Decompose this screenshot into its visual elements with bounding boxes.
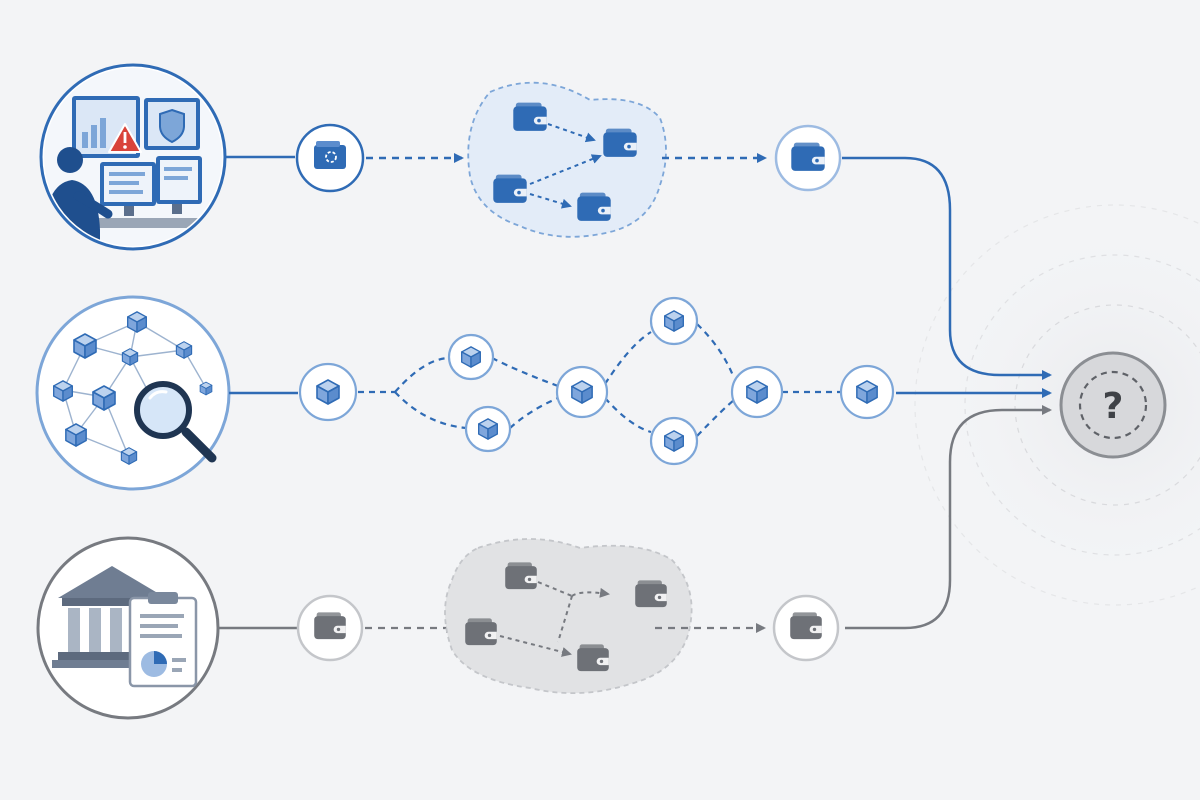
wallet-icon <box>635 580 667 608</box>
wallet-cluster-bottom <box>444 538 693 695</box>
blockchain-paths <box>358 323 840 437</box>
block-icon <box>121 348 139 366</box>
wallet-node-start <box>296 594 364 662</box>
flow-middle <box>35 295 1052 491</box>
warning-icon <box>108 123 142 153</box>
wallet-icon <box>790 612 822 640</box>
question-mark-icon: ? <box>1103 386 1124 427</box>
wallet-icon <box>314 141 346 169</box>
block-icon <box>461 346 481 368</box>
bank-icon <box>52 566 172 668</box>
wallet-icon <box>577 192 611 221</box>
block-icon <box>65 423 87 447</box>
route-to-destination <box>845 405 1052 630</box>
block-icon <box>120 447 138 465</box>
block-icon <box>316 379 340 405</box>
pie-chart-icon <box>141 651 186 677</box>
wallet-icon <box>465 618 497 646</box>
wallet-icon <box>603 128 637 157</box>
block-icon <box>571 380 593 404</box>
block-node <box>555 365 609 419</box>
block-icon <box>53 380 73 402</box>
wallet-icon <box>493 174 527 203</box>
block-icon <box>175 341 193 359</box>
block-node <box>649 416 699 466</box>
wallet-node-end <box>772 594 840 662</box>
block-node <box>730 365 784 419</box>
block-icon <box>664 310 684 332</box>
wallet-node-start <box>295 123 365 193</box>
source-security-analyst <box>39 63 227 251</box>
flow-top <box>39 63 1052 380</box>
wallet-node-end <box>774 124 842 192</box>
wallet-cluster-top <box>467 81 667 238</box>
unknown-destination: ? <box>1059 351 1167 459</box>
route-to-destination <box>842 156 1052 380</box>
block-icon <box>127 311 147 333</box>
block-icon <box>73 333 97 359</box>
flow-bottom <box>36 405 1052 720</box>
block-icon <box>664 430 684 452</box>
block-node <box>649 296 699 346</box>
block-icon <box>856 380 878 404</box>
source-blockchain-network <box>35 295 231 491</box>
shield-icon <box>159 108 185 144</box>
wallet-icon <box>791 142 825 171</box>
block-icon <box>92 385 116 411</box>
block-node <box>839 364 895 420</box>
wallet-icon <box>505 562 537 590</box>
block-node <box>447 333 495 381</box>
wallet-icon <box>513 102 547 131</box>
source-bank <box>36 536 220 720</box>
block-node <box>298 362 358 422</box>
block-node <box>464 405 512 453</box>
block-icon <box>199 381 213 396</box>
block-icon <box>478 418 498 440</box>
block-icon <box>746 380 768 404</box>
magnifier-icon <box>134 381 217 463</box>
wallet-icon <box>314 612 346 640</box>
wallet-icon <box>577 644 609 672</box>
